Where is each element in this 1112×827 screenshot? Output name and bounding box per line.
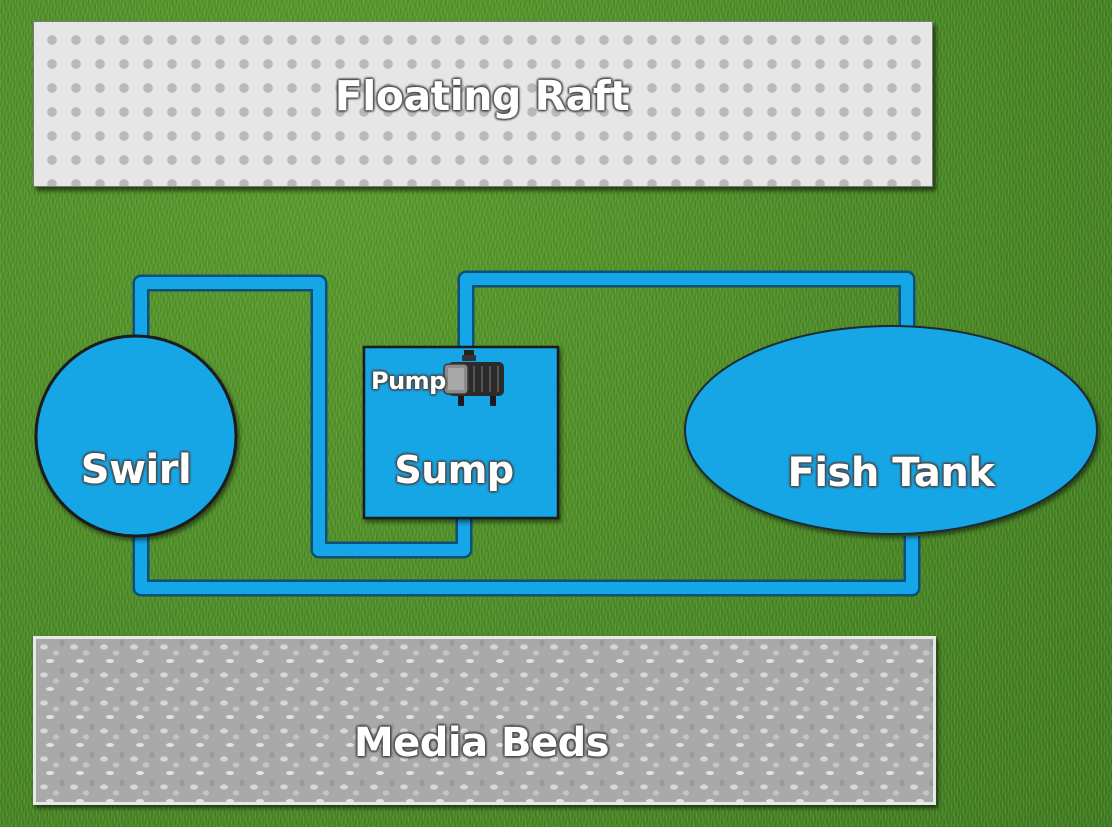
floating-raft-bed	[33, 21, 933, 187]
pipe-fish-tank-to-swirl	[132, 530, 921, 597]
fish-tank	[684, 325, 1098, 535]
media-beds-bed	[33, 636, 936, 805]
pump-icon	[443, 350, 504, 406]
sump-label: Sump	[394, 448, 514, 492]
swirl-filter	[34, 334, 238, 538]
floating-raft-label: Floating Raft	[334, 72, 630, 120]
pump-label: Pump	[371, 367, 446, 395]
fish-tank-label: Fish Tank	[787, 450, 995, 496]
swirl-label: Swirl	[80, 447, 192, 493]
media-beds-label: Media Beds	[353, 720, 610, 766]
